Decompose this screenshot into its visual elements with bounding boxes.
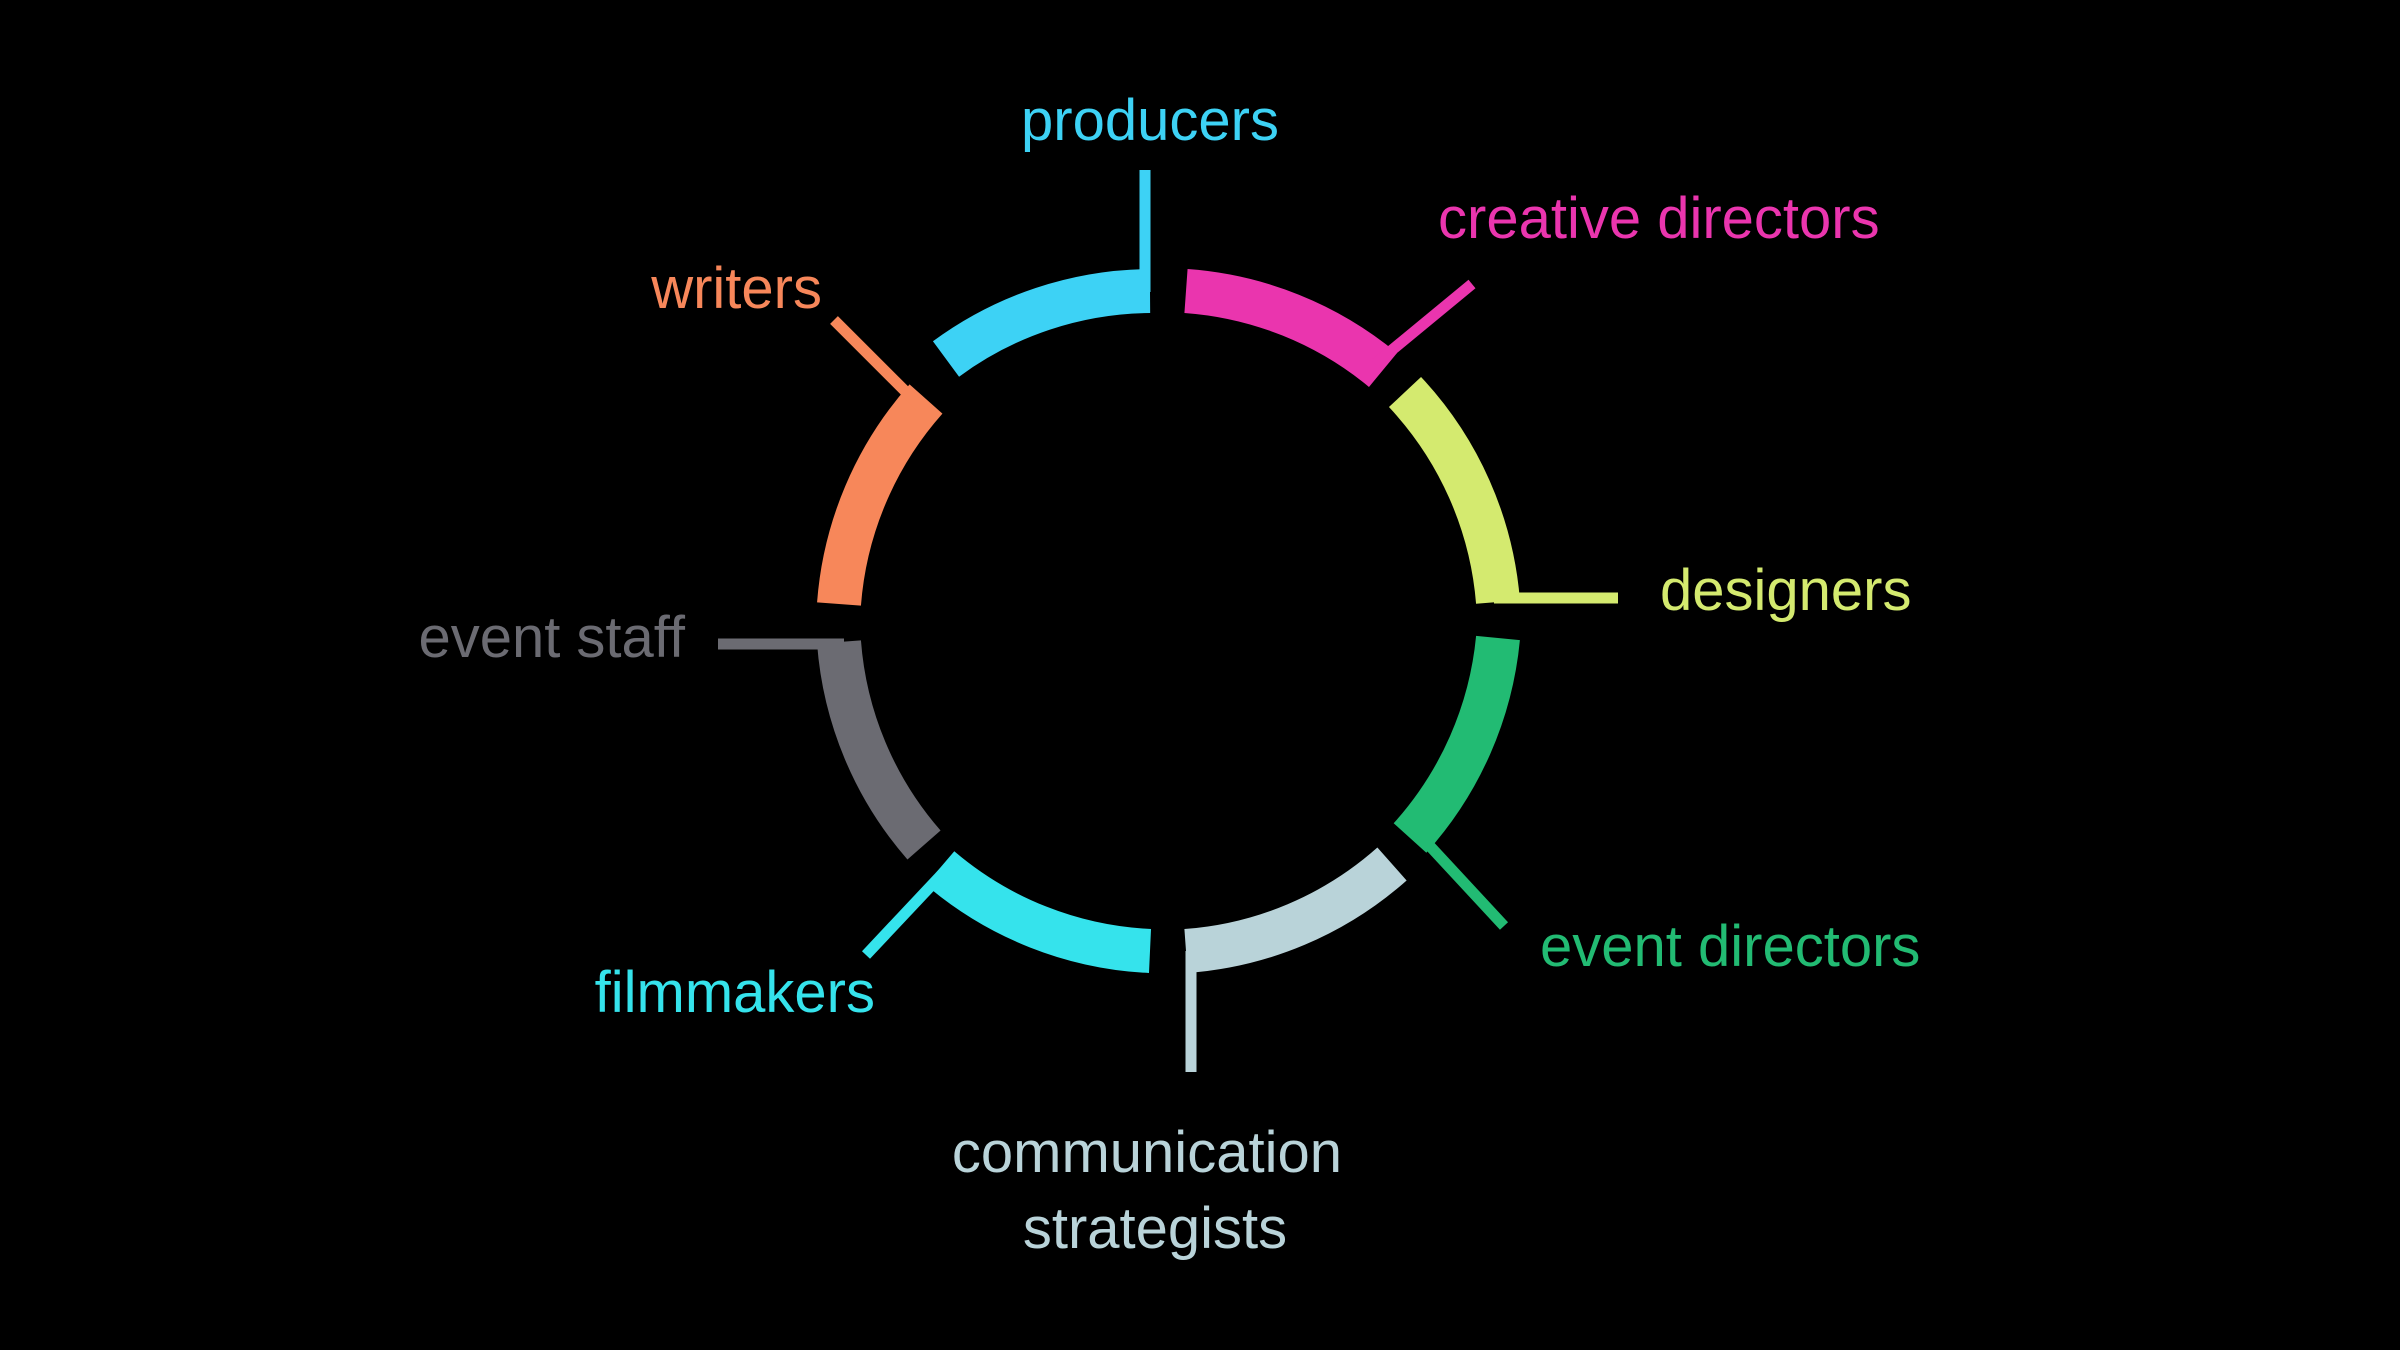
label-designers: designers xyxy=(1660,558,1911,623)
segment-filmmakers: filmmakers xyxy=(595,851,1152,1025)
leader-filmmakers xyxy=(861,868,949,959)
arc-event-directors xyxy=(1393,635,1520,853)
leader-creative-directors xyxy=(1371,279,1476,369)
label-strategists-line: strategists xyxy=(1023,1196,1287,1261)
arc-event-staff xyxy=(817,640,941,860)
segment-producers: producers xyxy=(932,88,1279,377)
arc-filmmakers xyxy=(925,851,1152,973)
label-producers: producers xyxy=(1021,88,1279,153)
segment-communication-strategists: communication strategists xyxy=(952,847,1407,1261)
label-communication-strategists: communication strategists xyxy=(952,1120,1358,1261)
label-writers: writers xyxy=(650,256,822,321)
arc-writers xyxy=(817,384,943,606)
leader-writers xyxy=(830,316,924,410)
segment-designers: designers xyxy=(1388,376,1911,623)
segment-creative-directors: creative directors xyxy=(1184,186,1880,388)
label-filmmakers: filmmakers xyxy=(595,960,875,1025)
arc-producers xyxy=(932,269,1151,377)
arc-creative-directors xyxy=(1184,269,1398,388)
segment-writers: writers xyxy=(650,256,943,606)
segment-event-directors: event directors xyxy=(1393,635,1920,979)
arc-designers xyxy=(1388,376,1520,605)
label-creative-directors: creative directors xyxy=(1438,186,1880,251)
segment-event-staff: event staff xyxy=(418,605,941,860)
label-event-staff: event staff xyxy=(418,605,685,670)
label-event-directors: event directors xyxy=(1540,914,1920,979)
leader-event-directors xyxy=(1410,826,1509,930)
label-communication-line: communication xyxy=(952,1120,1342,1185)
arc-communication-strategists xyxy=(1184,847,1407,973)
